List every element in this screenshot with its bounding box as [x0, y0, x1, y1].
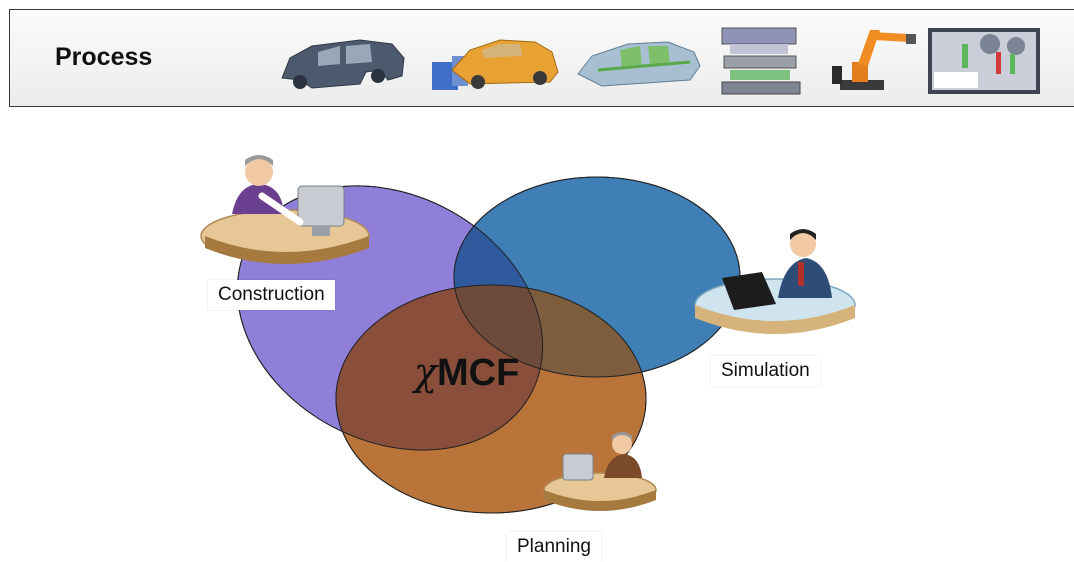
process-thumbnails: [281, 27, 1040, 95]
planning-label: Planning: [507, 532, 601, 562]
car-body-structure-icon: [577, 41, 701, 87]
planning-person-icon: [543, 432, 657, 511]
factory-cell-screenshot-icon: [928, 28, 1040, 94]
construction-label: Construction: [208, 280, 335, 310]
press-tool-stack-icon: [721, 27, 801, 95]
chi-symbol: χ: [414, 350, 438, 394]
center-label-text: MCF: [437, 352, 520, 394]
car-body-frame-icon: [281, 39, 405, 89]
car-assembly-icon: [432, 39, 559, 90]
banner-title: Process: [55, 43, 153, 71]
simulation-person-icon: [694, 229, 856, 334]
industrial-robot-icon: [832, 30, 916, 90]
construction-person-icon: [200, 155, 370, 264]
center-label: χMCF: [414, 350, 519, 395]
simulation-label: Simulation: [711, 356, 820, 386]
